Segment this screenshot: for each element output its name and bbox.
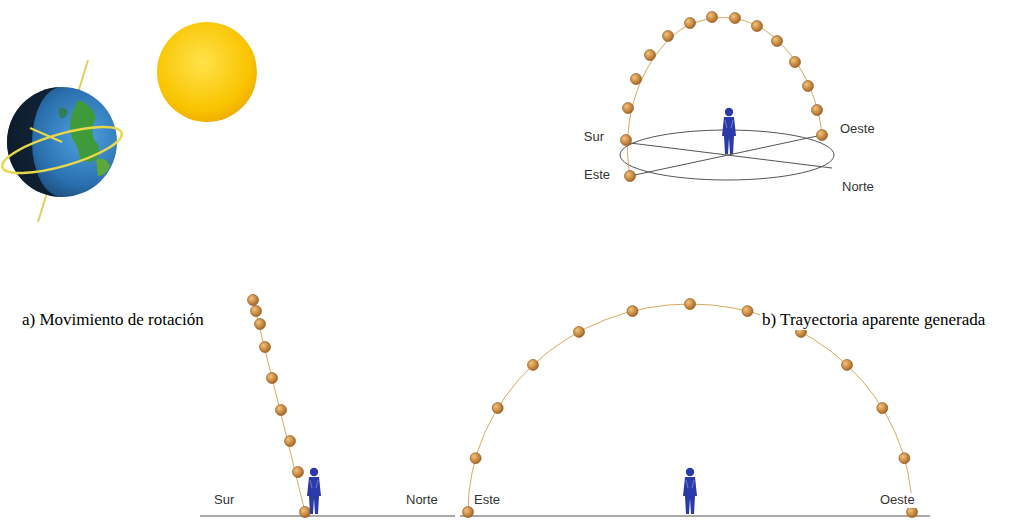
side-view-north-south	[200, 295, 455, 518]
direction-label: Este	[472, 493, 502, 508]
direction-label: Sur	[582, 130, 606, 145]
caption: a) Movimiento de rotación	[20, 310, 206, 330]
sun-position	[877, 403, 888, 414]
sun-position	[470, 453, 481, 464]
sky-dome	[620, 12, 834, 182]
caption: b) Trayectoria aparente generada	[760, 310, 987, 330]
sun-position	[463, 507, 474, 518]
direction-label: Oeste	[878, 493, 917, 508]
direction-label: Este	[582, 168, 612, 183]
direction-label: Oeste	[838, 122, 877, 137]
side-view-east-west	[460, 299, 930, 518]
sun-position	[574, 326, 585, 337]
sun-position	[842, 359, 853, 370]
direction-label: Norte	[404, 493, 440, 508]
sun-position	[492, 403, 503, 414]
sun-position	[685, 299, 696, 310]
direction-label: Sur	[212, 493, 236, 508]
direction-label: Norte	[840, 180, 876, 195]
sun-position	[742, 306, 753, 317]
sun-position	[528, 359, 539, 370]
sun-position	[907, 507, 918, 518]
sun-position	[899, 453, 910, 464]
sun-position	[627, 306, 638, 317]
earth-sun	[0, 22, 257, 222]
